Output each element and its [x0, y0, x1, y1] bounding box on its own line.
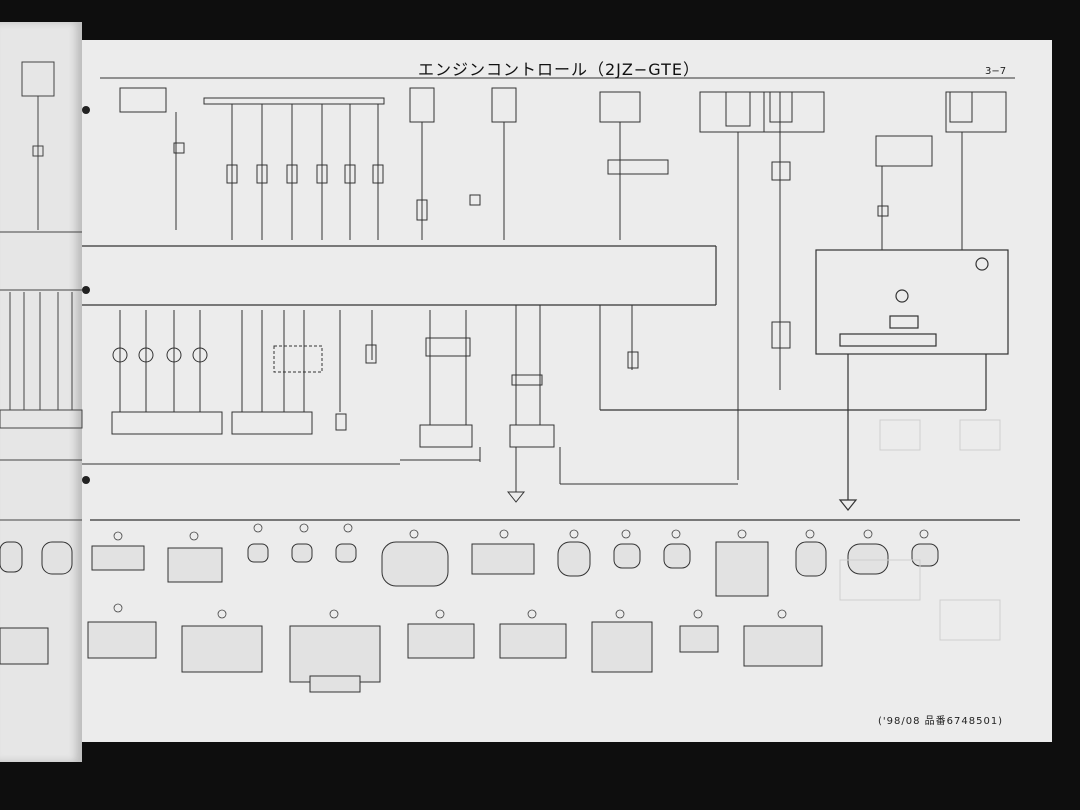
upper-components — [119, 87, 1007, 480]
page-number: 3−7 — [985, 66, 1007, 77]
binder-holes — [82, 106, 90, 484]
ecu-block — [600, 249, 1009, 511]
mid-wiring — [82, 305, 738, 503]
bleed-through — [839, 419, 1001, 641]
page-title: エンジンコントロール（2JZ−GTE） — [418, 60, 700, 79]
footer-part-number: ('98/08 品番6748501) — [878, 716, 1004, 727]
connector-row-2 — [0, 621, 823, 693]
left-page-wiring — [0, 61, 83, 521]
connector-row-1 — [0, 541, 939, 597]
bus-lines — [82, 245, 1020, 521]
wiring-diagram-page — [82, 40, 1052, 742]
connector-label-markers — [113, 523, 929, 619]
